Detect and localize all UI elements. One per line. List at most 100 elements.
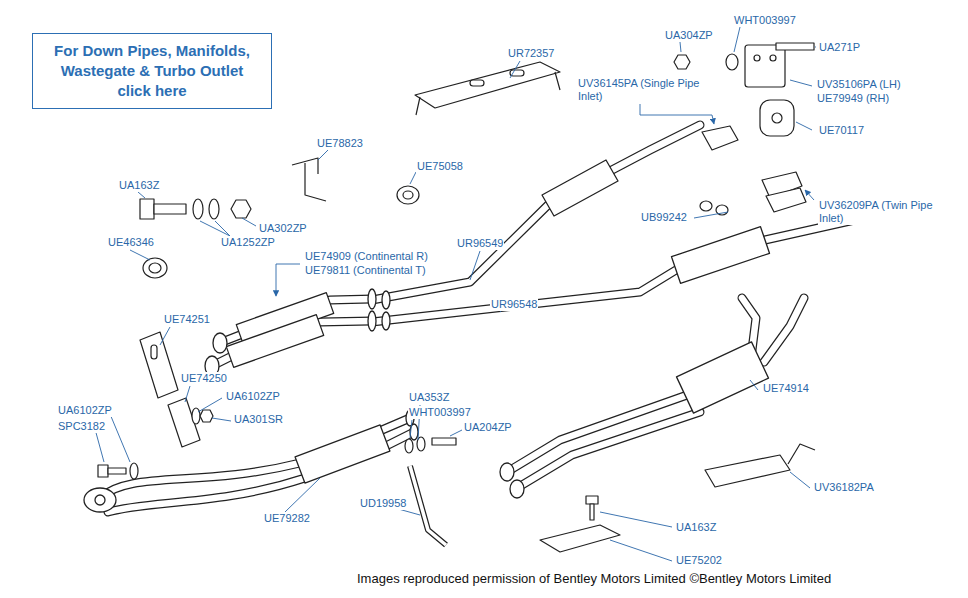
part-drawing [790,472,810,488]
part-drawing [209,199,219,219]
part-drawing [815,47,816,48]
part-drawing [138,192,145,198]
part-drawing [318,150,328,160]
part-drawing [212,418,231,421]
part-number: UE79282 [263,512,311,525]
part-drawing [242,218,256,226]
part-drawing [108,468,126,474]
part-drawing [745,45,785,87]
part-drawing [674,55,690,69]
part-number: UA301SR [233,413,284,426]
part-number: UE75058 [416,160,464,173]
part-number: UR96548 [490,298,538,311]
part-drawing [760,100,794,136]
part-drawing [84,488,116,512]
part-drawing [397,186,419,204]
part-number: UV35106PA (LH) [816,78,902,91]
part-drawing [590,504,594,520]
part-drawing [231,200,251,218]
part-drawing [95,429,104,462]
part-drawing [754,55,760,61]
part-drawing [470,251,480,280]
part-number: UA6102ZP [225,390,281,403]
part-drawing [200,221,230,236]
part-drawing [200,410,213,422]
part-number: UV36209PA (Twin Pipe Inlet) [818,199,950,225]
part-drawing [416,72,560,115]
part-drawing [432,438,456,445]
part-drawing [788,444,815,464]
part-drawing [766,188,806,212]
part-drawing [100,125,890,512]
part-number: UA1252ZP [220,236,276,249]
part-number: UE74909 (Continental R) [304,250,429,263]
link-box: For Down Pipes, Manifolds, Wastegate & T… [32,33,272,109]
part-number: UV36145PA (Single Pipe Inlet) [577,77,714,103]
part-drawing [726,54,738,70]
part-drawing [500,463,514,481]
part-number: UE79949 (RH) [816,92,890,105]
part-drawing [796,122,812,130]
part-drawing [140,199,154,219]
part-number: UA302ZP [258,222,308,235]
part-drawing [677,342,769,413]
part-drawing [198,398,222,412]
part-drawing [185,386,190,402]
part-number: UA163Z [118,179,160,192]
part-number: WHT003997 [408,406,472,419]
part-number: UA271P [818,41,861,54]
part-drawing [734,27,740,52]
pipe-outline [100,125,890,512]
silencers-and-catalysts [84,160,770,512]
part-drawing [368,311,376,331]
part-drawing [292,158,326,201]
part-number: UE74914 [762,382,810,395]
part-drawing [295,425,390,483]
part-number: UD19958 [359,497,407,510]
copyright-caption: Images reproduced permission of Bentley … [357,571,831,587]
part-drawing [213,333,227,353]
part-drawing [95,495,105,505]
part-drawing [450,430,462,436]
part-drawing [160,327,170,345]
part-drawing [154,204,186,214]
part-number: UE70117 [818,124,865,137]
part-number: SPC3182 [57,420,106,433]
part-drawing [100,125,890,512]
part-number: UA204ZP [463,421,513,434]
part-number: UE74250 [180,372,228,385]
part-drawing [285,478,320,512]
part-drawing [193,199,203,219]
part-number: UE78823 [316,137,364,150]
part-drawing [410,466,446,545]
part-drawing [110,414,130,462]
part-drawing [770,55,776,61]
part-drawing [98,465,108,477]
part-number: UA353Z [408,391,450,404]
part-drawing [640,104,714,124]
part-number: UA304ZP [664,29,714,42]
part-drawing [215,221,230,236]
part-drawing [151,345,157,359]
part-number: UE75202 [675,554,723,567]
part-number: UE46346 [107,236,155,249]
part-drawing [776,43,814,50]
part-number: UA163Z [675,521,717,534]
link-text: For Down Pipes, Manifolds, Wastegate & T… [43,41,261,101]
part-drawing [415,62,560,108]
part-drawing [672,227,770,284]
part-drawing [368,289,376,309]
part-number: UA6102ZP [57,404,113,417]
part-drawing [192,408,200,424]
part-drawing [410,466,446,545]
part-drawing [790,80,812,86]
part-drawing [130,250,150,260]
part-drawing [510,480,524,498]
part-drawing [610,540,672,561]
part-drawing [410,420,412,438]
part-drawing [226,315,323,368]
part-number: UV36182PA [813,481,875,494]
part-drawing [405,439,413,453]
part-drawing [805,190,814,200]
part-number: UR72357 [507,47,555,60]
